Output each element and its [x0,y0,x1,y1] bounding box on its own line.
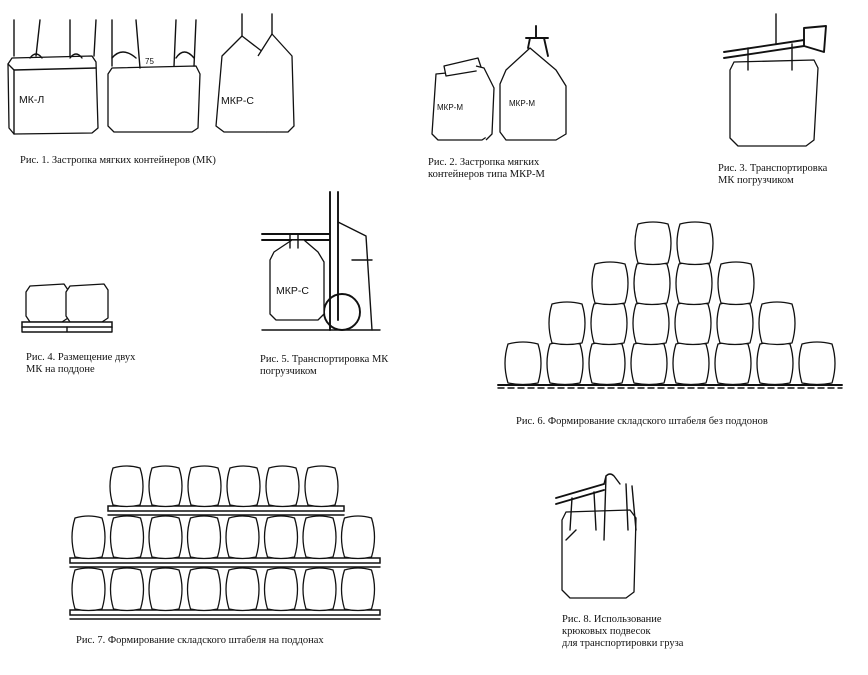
fig7-drawing [69,465,381,620]
fig7-caption: Рис. 7. Формирование складского штабеля … [76,635,324,646]
fig4-caption: Рис. 4. Размещение двух МК на поддоне [26,352,135,376]
fig6-bag [716,301,754,346]
fig5-drawing: МКР-С [261,191,381,331]
fig6-bag [632,301,670,346]
fig2-caption: Рис. 2. Застропка мягких контейнеров тип… [428,157,545,181]
fig8-caption: Рис. 8. Использование крюковых подвесок … [562,614,683,650]
fig8-drawing [555,473,637,599]
fig4-caption-line-1: Рис. 4. Размещение двух [26,352,136,363]
fig7-bag [263,515,299,560]
fig7-bag [302,515,337,560]
fig7-bag [186,515,222,560]
fig7-bag [148,515,183,560]
fig7-bag [71,567,106,612]
fig7-pallet [107,505,345,512]
fig7-pallet [69,609,381,616]
fig5-caption-line-2: погрузчиком [260,366,317,377]
fig2-caption-line-2: контейнеров типа МКР-М [428,169,545,180]
fig5-caption: Рис. 5. Транспортировка МК погрузчиком [260,354,388,378]
fig7-bag [340,515,376,560]
fig1-label-mk-l: МК-Л [19,94,44,106]
fig6-bag [630,341,668,386]
fig2-drawing: МКР-М МКР-М [431,25,567,141]
fig1-drawing: МК-Л 75 МКР-С [7,13,295,135]
fig6-caption: Рис. 6. Формирование складского штабеля … [516,416,768,427]
fig5-caption-line-1: Рис. 5. Транспортировка МК [260,354,389,365]
fig7-bag [263,567,299,612]
fig6-bag [546,341,584,386]
svg-text:75: 75 [145,57,154,66]
fig3-drawing [723,13,827,147]
fig8-caption-line-1: Рис. 8. Использование [562,614,662,625]
fig6-bag [590,301,628,346]
fig7-bag [265,465,300,508]
fig2-caption-line-1: Рис. 2. Застропка мягких [428,157,540,168]
fig1-label-mkr-s: МКР-С [221,95,254,107]
fig3-caption: Рис. 3. Транспортировка МК погрузчиком [718,163,827,187]
fig7-bag [109,515,145,560]
fig6-bag [674,301,712,346]
fig6-bag [717,261,755,306]
fig7-bag [226,465,261,508]
fig6-bag [758,301,796,346]
fig8-caption-line-3: для транспортировки груза [562,638,684,649]
fig6-bag [548,301,586,346]
fig2-label-mkr-m-1: МКР-М [437,103,463,112]
fig6-bag [591,261,629,306]
fig7-bag [148,465,183,508]
fig7-bag [225,567,260,612]
fig7-bag [225,515,260,560]
fig6-bag [634,221,672,266]
fig7-bag [109,465,144,508]
fig6-bag [633,261,671,306]
fig7-bag [187,465,222,508]
fig4-drawing [21,283,113,333]
fig7-bag [148,567,183,612]
fig7-pallet [69,557,381,564]
fig6-bag [504,341,542,386]
fig8-caption-line-2: крюковых подвесок [562,626,651,637]
fig5-label-mkr-s: МКР-С [276,285,309,297]
fig6-bag [714,341,752,386]
fig1-caption: Рис. 1. Застропка мягких контейнеров (МК… [20,155,216,166]
fig6-bag [756,341,794,386]
fig7-bag [304,465,339,508]
fig2-label-mkr-m-2: МКР-М [509,99,535,108]
fig7-bag [340,567,376,612]
fig7-bag [71,515,106,560]
fig7-bag [186,567,222,612]
fig6-drawing [497,221,843,389]
fig3-caption-line-2: МК погрузчиком [718,175,794,186]
fig6-bag [588,341,626,386]
fig6-bag [798,341,836,386]
fig7-bag [109,567,145,612]
fig3-caption-line-1: Рис. 3. Транспортировка [718,163,828,174]
fig4-caption-line-2: МК на поддоне [26,364,95,375]
fig6-bag [672,341,710,386]
fig7-bag [302,567,337,612]
fig6-bag [676,221,714,266]
fig6-bag [675,261,713,306]
